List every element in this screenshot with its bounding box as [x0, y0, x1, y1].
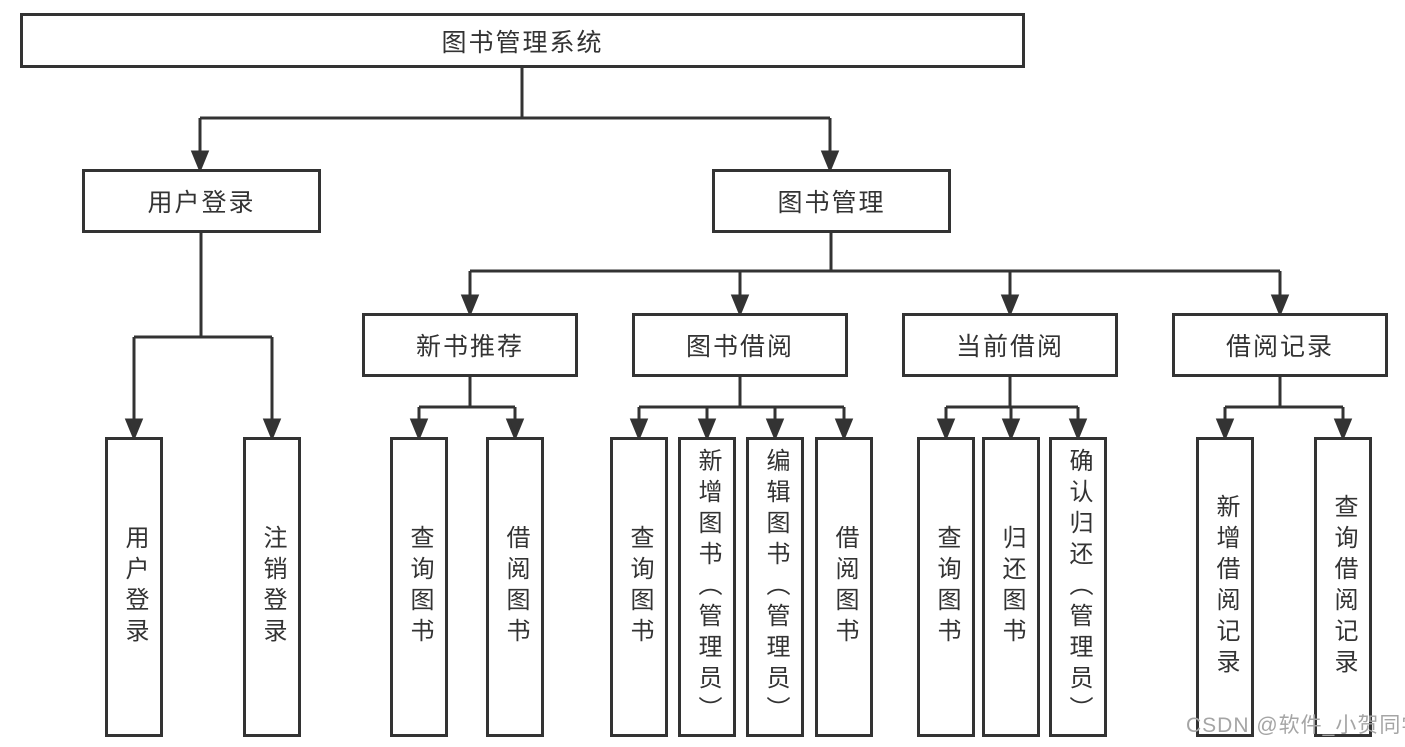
- csdn-watermark: CSDN @软件_小贺同学: [1186, 714, 1405, 737]
- node-label: 查询图书: [406, 525, 433, 649]
- leaf-borrow-books-recommend: 借阅图书: [486, 437, 544, 737]
- node-root-system: 图书管理系统: [20, 13, 1025, 68]
- leaf-query-books-current: 查询图书: [917, 437, 975, 737]
- node-label: 编辑图书（管理员）: [762, 447, 789, 727]
- leaf-query-books-recommend: 查询图书: [390, 437, 448, 737]
- node-label: 注销登录: [259, 525, 286, 649]
- node-label: 查询图书: [626, 525, 653, 649]
- node-borrow-records: 借阅记录: [1172, 313, 1388, 377]
- node-label: 新增借阅记录: [1212, 494, 1239, 680]
- node-book-management: 图书管理: [712, 169, 951, 233]
- node-label: 查询借阅记录: [1330, 494, 1357, 680]
- leaf-add-books-admin: 新增图书（管理员）: [678, 437, 736, 737]
- leaf-add-borrow-record: 新增借阅记录: [1196, 437, 1254, 737]
- leaf-user-login: 用户登录: [105, 437, 163, 737]
- node-user-login: 用户登录: [82, 169, 321, 233]
- node-label: 借阅记录: [1225, 333, 1334, 361]
- node-label: 确认归还（管理员）: [1065, 447, 1092, 727]
- connector-newbooks-to-leaves: [409, 377, 525, 441]
- leaf-edit-books-admin: 编辑图书（管理员）: [746, 437, 804, 737]
- leaf-logout: 注销登录: [243, 437, 301, 737]
- leaf-query-borrow-record: 查询借阅记录: [1314, 437, 1372, 737]
- node-label: 新增图书（管理员）: [694, 447, 721, 727]
- node-label: 借阅图书: [502, 525, 529, 649]
- node-book-borrow: 图书借阅: [632, 313, 848, 377]
- node-new-book-recommend: 新书推荐: [362, 313, 578, 377]
- connector-bookmgmt-to-level2: [460, 233, 1290, 317]
- node-label: 新书推荐: [415, 333, 524, 361]
- node-label: 图书管理: [777, 189, 886, 217]
- node-label: 查询图书: [933, 525, 960, 649]
- leaf-confirm-return-admin: 确认归还（管理员）: [1049, 437, 1107, 737]
- node-label: 借阅图书: [831, 525, 858, 649]
- node-label: 用户登录: [121, 525, 148, 649]
- node-label: 归还图书: [998, 525, 1025, 649]
- node-current-borrow: 当前借阅: [902, 313, 1118, 377]
- node-label: 图书管理系统: [441, 28, 604, 57]
- connector-currentborrow-to-leaves: [936, 377, 1088, 441]
- node-label: 当前借阅: [955, 333, 1064, 361]
- leaf-borrow-books: 借阅图书: [815, 437, 873, 737]
- node-label: 用户登录: [147, 189, 256, 217]
- connector-records-to-leaves: [1215, 377, 1353, 441]
- connector-userlogin-to-leaves: [124, 233, 282, 441]
- node-label: 图书借阅: [685, 333, 794, 361]
- connector-root-to-level1: [190, 68, 840, 173]
- leaf-query-books-borrow: 查询图书: [610, 437, 668, 737]
- connector-bookborrow-to-leaves: [629, 377, 854, 441]
- leaf-return-books: 归还图书: [982, 437, 1040, 737]
